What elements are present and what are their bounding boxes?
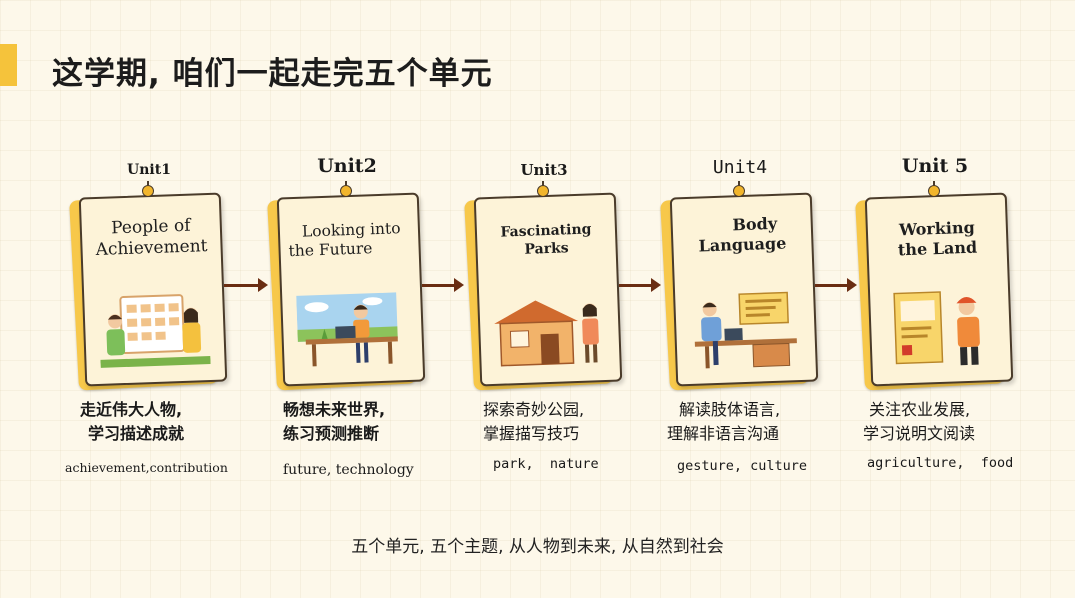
pin-icon: [340, 185, 352, 197]
unit-description: 走近伟大人物, 学习描述成就: [80, 400, 185, 443]
unit-label: Unit2: [317, 155, 377, 177]
arrow-right-icon: [224, 278, 268, 292]
unit-keywords: future, technology: [283, 462, 414, 478]
unit-card-face: People of Achievement: [78, 192, 228, 387]
unit-keywords: park, nature: [493, 456, 599, 472]
farmer-board-icon: [893, 291, 980, 366]
unit-card-3: Unit3 Fascinating Parks: [464, 155, 649, 485]
arrow-right-icon: [422, 278, 464, 292]
unit-description: 畅想未来世界, 练习预测推断: [283, 400, 386, 443]
calendar-two-people-icon: [100, 294, 211, 368]
unit-keywords: gesture, culture: [677, 458, 808, 474]
card-title: Body Language: [698, 213, 787, 256]
pin-icon: [928, 185, 940, 197]
pin-icon: [142, 185, 154, 197]
unit-card-face: Working the Land: [864, 192, 1014, 387]
card-title: Working the Land: [897, 217, 978, 260]
unit-card-face: Fascinating Parks: [473, 192, 623, 387]
unit-card-face: Body Language: [669, 192, 819, 387]
summary-caption: 五个单元, 五个主题, 从人物到未来, 从自然到社会: [351, 537, 724, 557]
unit-label: Unit1: [127, 162, 171, 178]
page-title: 这学期, 咱们一起走完五个单元: [52, 56, 493, 92]
park-house-icon: [494, 300, 599, 367]
pin-icon: [537, 185, 549, 197]
unit-card-face: Looking into the Future: [276, 192, 426, 387]
person-at-laptop-icon: [296, 292, 398, 367]
title-accent-bar: [0, 44, 17, 86]
unit-card-4: Unit4 Body Language: [660, 155, 845, 485]
person-at-desk-icon: [694, 291, 797, 369]
unit-label: Unit 5: [901, 155, 969, 177]
unit-label: Unit3: [520, 161, 568, 179]
pin-icon: [733, 185, 745, 197]
card-title: Fascinating Parks: [500, 221, 592, 258]
unit-card-1: Unit1 People of Achievement: [69, 155, 254, 485]
unit-label: Unit4: [712, 157, 768, 178]
unit-card-2: Unit2 Looking into the Future: [267, 155, 452, 485]
unit-keywords: agriculture, food: [867, 455, 1014, 471]
unit-description: 关注农业发展, 学习说明文阅读: [863, 400, 976, 443]
unit-card-5: Unit 5 Working the Land: [855, 155, 1040, 485]
arrow-right-icon: [619, 278, 661, 292]
unit-description: 解读肢体语言, 理解非语言沟通: [667, 400, 781, 443]
arrow-right-icon: [815, 278, 857, 292]
card-title: Looking into the Future: [288, 219, 401, 261]
card-title: People of Achievement: [95, 215, 208, 261]
unit-description: 探索奇妙公园, 掌握描写技巧: [483, 400, 585, 443]
unit-keywords: achievement,contribution: [65, 460, 228, 475]
